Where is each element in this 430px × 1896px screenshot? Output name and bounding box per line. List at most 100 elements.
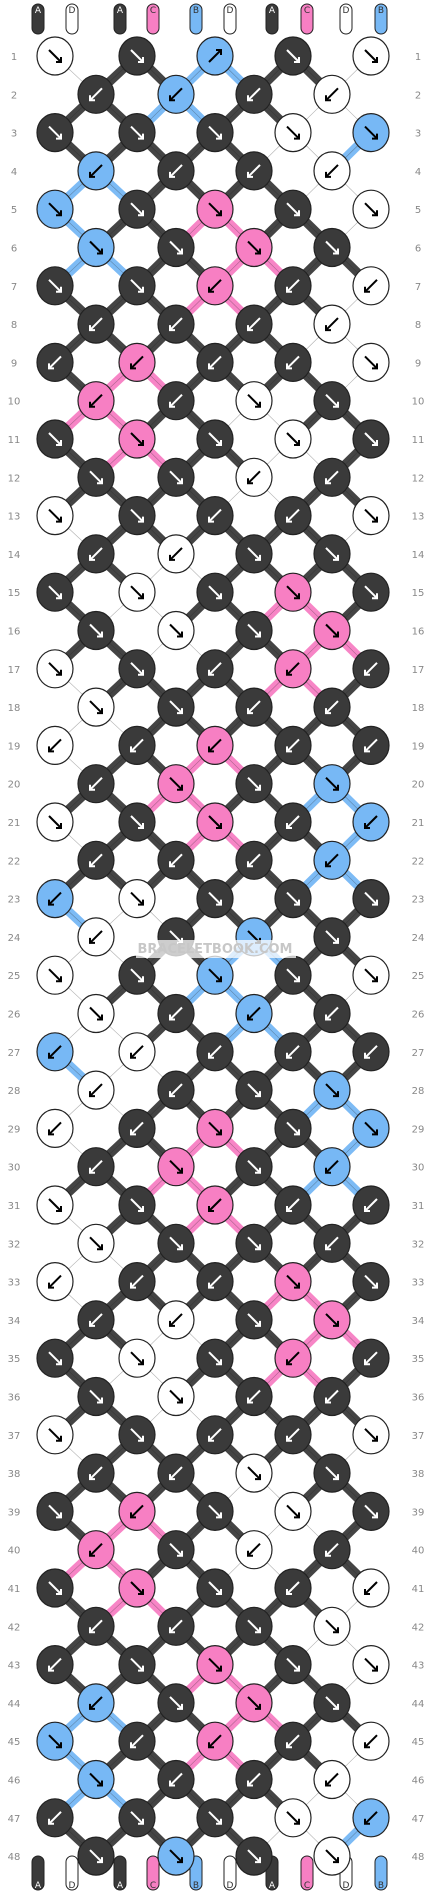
knot-arrow-icon	[286, 662, 300, 676]
row-number-left: 12	[8, 473, 21, 484]
knot-arrowhead-icon	[216, 976, 222, 983]
knot	[157, 151, 195, 191]
knot-arrow-icon	[364, 815, 378, 829]
bottom-string-label: A	[35, 1881, 42, 1891]
knot	[274, 1032, 312, 1072]
knot	[313, 457, 351, 497]
knot	[36, 419, 74, 459]
knot-arrowhead-icon	[286, 746, 292, 753]
knot	[36, 802, 74, 842]
knot-arrowhead-icon	[372, 57, 378, 63]
knot	[274, 189, 312, 229]
knot-arrowhead-icon	[255, 248, 261, 255]
knot-arrow-icon	[130, 1734, 144, 1748]
knot	[196, 113, 234, 153]
knot	[157, 381, 195, 421]
knot	[196, 1338, 234, 1378]
knot-arrow-icon	[169, 1313, 183, 1327]
knot	[77, 304, 115, 344]
knot-arrow-icon	[286, 49, 300, 63]
knot-arrow-icon	[48, 1504, 62, 1519]
knot-arrow-icon	[169, 623, 183, 638]
knot-arrow-icon	[89, 776, 103, 791]
knot	[77, 1836, 115, 1876]
knot	[196, 342, 234, 382]
knot-arrow-icon	[247, 547, 261, 561]
knot-arrowhead-icon	[48, 1282, 54, 1289]
bottom-string	[374, 1855, 388, 1891]
row-number-right: 5	[415, 205, 421, 216]
knot	[36, 725, 74, 766]
knot-arrowhead-icon	[294, 1665, 300, 1672]
bottom-string	[300, 1855, 314, 1891]
knot-arrowhead-icon	[130, 1129, 136, 1136]
knot	[36, 1491, 74, 1532]
knot-arrow-icon	[364, 738, 378, 753]
knot-arrowhead-icon	[333, 401, 339, 408]
row-number-left: 2	[11, 90, 17, 101]
knot-arrow-icon	[247, 87, 261, 102]
knot-arrowhead-icon	[294, 1818, 300, 1825]
knot-arrowhead-icon	[56, 669, 62, 676]
knot-arrowhead-icon	[255, 631, 261, 638]
knot-arrow-icon	[286, 1734, 300, 1748]
knot-arrow-icon	[325, 853, 339, 868]
knot-arrow-icon	[169, 1849, 183, 1863]
knot-arrow-icon	[364, 1581, 378, 1595]
knot	[118, 36, 156, 76]
knot	[196, 878, 234, 919]
knot-arrowhead-icon	[216, 1589, 222, 1595]
row-number-right: 30	[412, 1163, 425, 1174]
knot-arrow-icon	[286, 1657, 300, 1672]
knot	[36, 36, 74, 76]
knot-arrowhead-icon	[333, 784, 339, 791]
knot	[313, 1530, 351, 1570]
knot-arrow-icon	[364, 508, 378, 523]
knot-arrow-icon	[130, 355, 144, 370]
knot-arrowhead-icon	[89, 171, 95, 178]
row-number-right: 35	[412, 1354, 425, 1365]
knot-arrow-icon	[169, 1006, 183, 1021]
knot-arrowhead-icon	[325, 1397, 331, 1404]
knot	[235, 1759, 273, 1800]
knot	[77, 74, 115, 114]
knot-arrow-icon	[208, 815, 222, 829]
row-number-right: 13	[412, 512, 425, 523]
knot-arrowhead-icon	[286, 1435, 292, 1442]
knot-arrow-icon	[247, 1006, 261, 1021]
knot	[313, 381, 351, 421]
knot-arrowhead-icon	[138, 1818, 144, 1825]
knot-arrowhead-icon	[216, 210, 222, 217]
knot	[157, 1070, 195, 1110]
knot	[274, 649, 312, 689]
knot-arrow-icon	[208, 1198, 222, 1212]
knot-arrowhead-icon	[325, 861, 331, 868]
knot	[235, 1453, 273, 1493]
knot	[352, 878, 390, 919]
knot-arrowhead-icon	[89, 784, 95, 791]
knot	[196, 1415, 234, 1455]
knot-arrowhead-icon	[255, 784, 261, 791]
knot-arrow-icon	[325, 1006, 339, 1021]
knot-arrow-icon	[286, 815, 300, 829]
knot-arrowhead-icon	[56, 1512, 62, 1519]
top-string	[265, 3, 279, 35]
knot-arrow-icon	[286, 1274, 300, 1289]
row-number-right: 7	[415, 282, 421, 293]
knot	[313, 1300, 351, 1340]
knot-arrowhead-icon	[247, 1014, 253, 1021]
knot-arrowhead-icon	[97, 708, 103, 715]
knot-arrowhead-icon	[48, 1129, 54, 1136]
knot	[235, 687, 273, 727]
knot	[36, 1338, 74, 1378]
knot	[274, 802, 312, 842]
knot-arrow-icon	[247, 1542, 261, 1557]
knot-arrowhead-icon	[325, 171, 331, 178]
knot-arrowhead-icon	[169, 171, 175, 178]
knot-arrowhead-icon	[294, 440, 300, 446]
knot-arrow-icon	[325, 700, 339, 714]
knot-arrowhead-icon	[169, 1014, 175, 1021]
knot	[274, 36, 312, 76]
top-string	[113, 3, 127, 35]
knot	[36, 1568, 74, 1608]
